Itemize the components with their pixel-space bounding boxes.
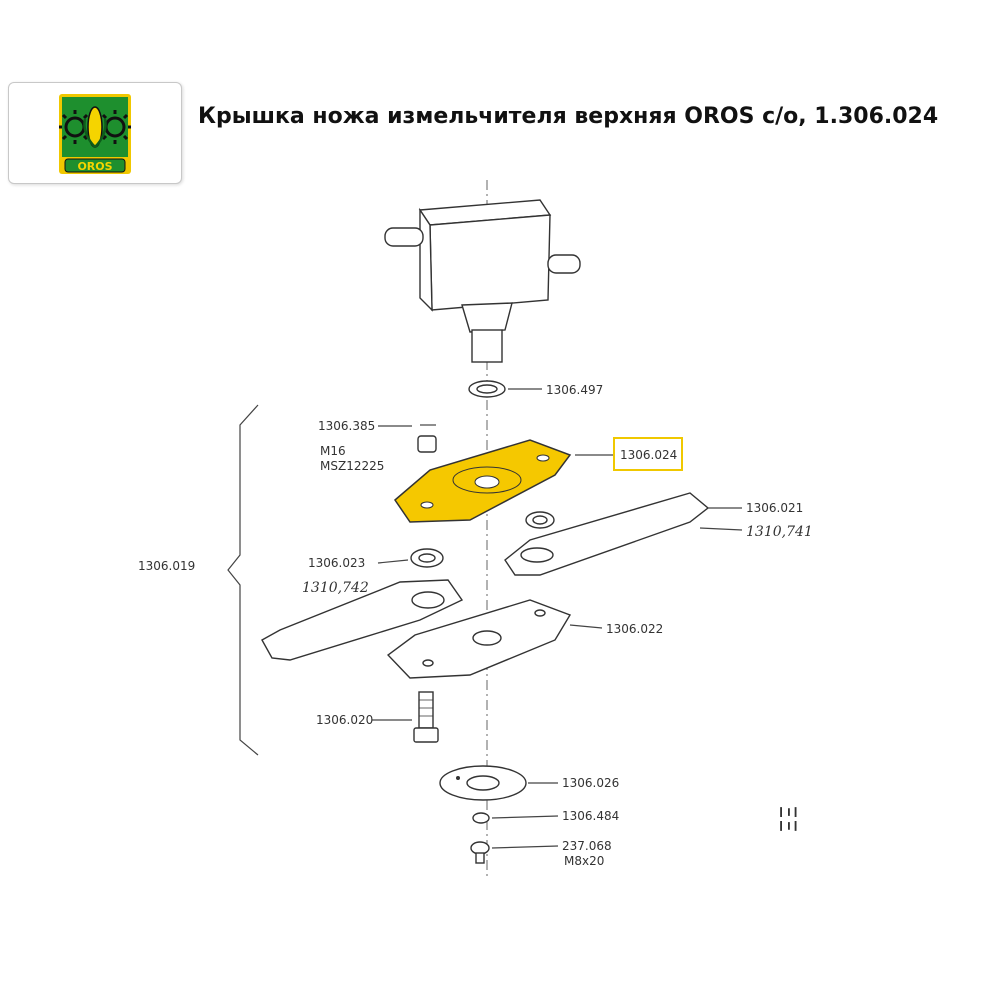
label-1306-385: 1306.385 <box>318 419 375 433</box>
bolt-1306-020-head <box>413 727 439 743</box>
disc-1306-026-hole-small <box>456 776 460 780</box>
page-title: Крышка ножа измельчителя верхняя OROS с/… <box>198 104 939 129</box>
cover-1306-024-hole-right <box>536 454 550 462</box>
label-1306-497: 1306.497 <box>546 383 603 397</box>
blade-left-hole <box>411 591 445 609</box>
logo-text: OROS <box>77 160 112 173</box>
group-bracket <box>227 404 259 756</box>
label-1306-026: 1306.026 <box>562 776 619 790</box>
leader-1306-484 <box>491 815 559 819</box>
bolt-1306-020 <box>413 691 439 743</box>
gearbox-shaft-right <box>547 254 581 274</box>
blade-1306-021-hole <box>520 547 554 563</box>
gearbox-side <box>419 207 433 312</box>
gearbox-front <box>429 214 551 311</box>
label-1310-742: 1310,742 <box>302 580 369 596</box>
cover-1306-024 <box>394 439 572 523</box>
label-1306-484: 1306.484 <box>562 809 619 823</box>
plate-1306-022-hole-left <box>422 659 434 667</box>
cover-1306-024-center-hole <box>474 475 500 489</box>
label-237-068: 237.068 <box>562 839 612 853</box>
cover-1306-024-ring <box>452 466 522 494</box>
label-1310-741: 1310,741 <box>746 524 813 540</box>
corn-icon <box>87 106 103 148</box>
cover-1306-024-hole-left <box>420 501 434 509</box>
plate-1306-022-center-hole <box>472 630 502 646</box>
label-1306-021: 1306.021 <box>746 501 803 515</box>
leader-1310-741 <box>699 527 743 531</box>
screw-237-068-head <box>470 841 490 855</box>
leader-237-068 <box>491 845 559 849</box>
gearbox-output-shaft <box>471 329 503 363</box>
label-msz12225: MSZ12225 <box>320 459 384 473</box>
bushing-1306-023-hole <box>418 553 436 563</box>
gearbox <box>384 199 581 363</box>
disc-1306-026-hole <box>466 775 500 791</box>
gearbox-collar <box>461 302 513 333</box>
gearbox-shaft-left <box>384 227 424 247</box>
logo-frame: OROS <box>8 82 182 184</box>
washer-1306-497-hole <box>476 384 498 394</box>
corn-leaf-icon <box>83 118 107 148</box>
leader-1306-022 <box>569 624 603 629</box>
label-1306-020: 1306.020 <box>316 713 373 727</box>
bushing-right-hole <box>532 515 548 525</box>
bolt-1306-020-shank <box>418 691 434 729</box>
plate-1306-022 <box>386 599 572 679</box>
logo-text-plate <box>64 158 126 173</box>
label-m8x20: M8x20 <box>564 854 604 868</box>
leader-1306-023 <box>377 559 409 564</box>
plate-1306-022-hole-right <box>534 609 546 617</box>
highlight-box <box>613 437 683 471</box>
blade-1306-021 <box>504 492 710 576</box>
screw-237-068-shank <box>475 852 485 864</box>
label-1306-023: 1306.023 <box>308 556 365 570</box>
label-m16: M16 <box>320 444 346 458</box>
corner-mark: ΞΞ <box>774 805 799 833</box>
oros-logo-icon: OROS <box>59 94 131 174</box>
washer-1306-484 <box>472 812 490 824</box>
label-1306-019: 1306.019 <box>138 559 195 573</box>
label-1306-024: 1306.024 <box>620 448 677 462</box>
label-1306-022: 1306.022 <box>606 622 663 636</box>
bolt-1306-020-thread <box>419 699 433 717</box>
nut-m16 <box>417 435 437 453</box>
